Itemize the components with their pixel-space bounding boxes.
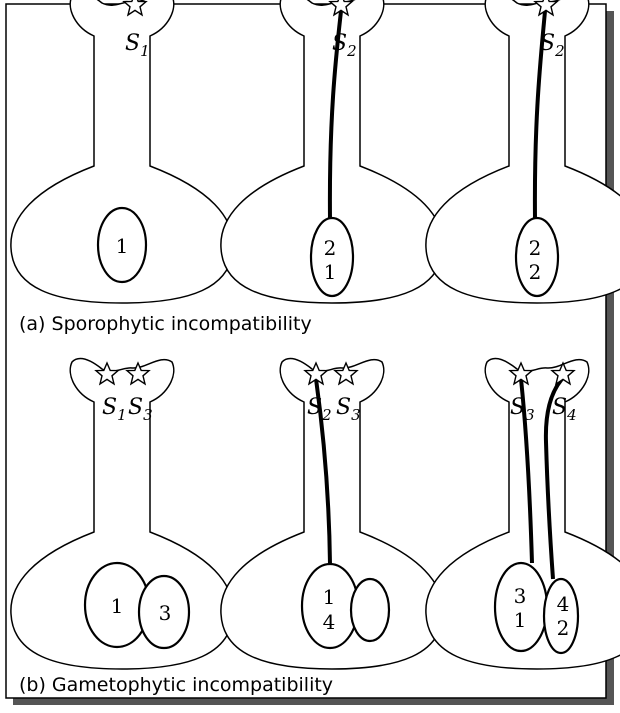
ovule-label: 1 bbox=[116, 234, 129, 258]
ovule-label-bottom: 1 bbox=[324, 260, 337, 284]
ovule-label-top: 1 bbox=[323, 585, 336, 609]
ovule-label-bottom: 2 bbox=[529, 260, 542, 284]
ovule-label-bottom: 4 bbox=[323, 610, 336, 634]
panel-b: 1 3 S1 S3 1 4 S2 S3 3 1 4 bbox=[11, 358, 620, 696]
caption-b: (b) Gametophytic incompatibility bbox=[19, 674, 333, 696]
ovule-label-right-bottom: 2 bbox=[557, 616, 570, 640]
ovule-label-left: 1 bbox=[111, 594, 124, 618]
ovule-label-left-top: 3 bbox=[514, 584, 527, 608]
ovule-label-top: 2 bbox=[324, 236, 337, 260]
panel-a: 1 S1 2 1 S2 2 2 S2 (a) Sporophytic incom… bbox=[11, 0, 620, 335]
ovule-label-right: 3 bbox=[159, 601, 172, 625]
ovule-label-top: 2 bbox=[529, 236, 542, 260]
ovule-right bbox=[351, 579, 389, 641]
ovule-label-left-bottom: 1 bbox=[514, 608, 527, 632]
caption-a: (a) Sporophytic incompatibility bbox=[19, 313, 312, 335]
ovule-label-right-top: 4 bbox=[557, 592, 570, 616]
